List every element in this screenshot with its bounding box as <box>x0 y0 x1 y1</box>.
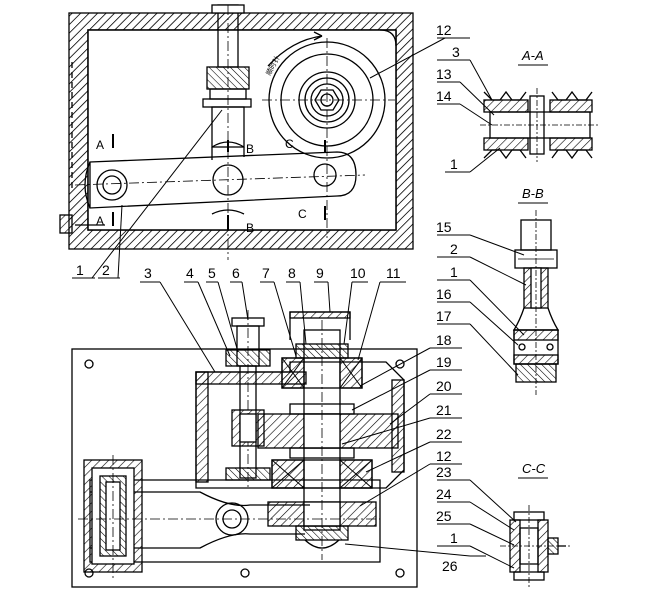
callout-26: 26 <box>442 558 458 574</box>
section-title-cc: C-C <box>522 461 546 476</box>
callout-10: 10 <box>350 265 366 281</box>
callout-6: 6 <box>232 265 240 281</box>
section-title-aa: A-A <box>521 48 544 63</box>
view-mark-c-top: C <box>285 137 294 151</box>
callout-1-cc: 1 <box>450 530 458 546</box>
callout-9: 9 <box>316 265 324 281</box>
callout-1-top: 1 <box>76 262 84 278</box>
callout-15: 15 <box>436 219 452 235</box>
callout-14: 14 <box>436 88 452 104</box>
top-view <box>59 4 414 260</box>
callout-12-top: 12 <box>436 22 452 38</box>
callout-2-bb: 2 <box>450 241 458 257</box>
main-section-view <box>71 310 418 588</box>
callout-7: 7 <box>262 265 270 281</box>
callout-21: 21 <box>436 402 452 418</box>
callout-16: 16 <box>436 286 452 302</box>
callout-19: 19 <box>436 354 452 370</box>
view-mark-a-top: A <box>96 138 104 152</box>
callout-11: 11 <box>386 265 401 281</box>
callout-1-bb: 1 <box>450 264 458 280</box>
callout-17: 17 <box>436 308 452 324</box>
callout-13: 13 <box>436 66 452 82</box>
callout-25: 25 <box>436 508 452 524</box>
callout-1-aa: 1 <box>450 156 458 172</box>
view-mark-a-bottom: A <box>96 214 104 228</box>
callout-8: 8 <box>288 265 296 281</box>
callout-2-top: 2 <box>102 262 110 278</box>
section-bb <box>512 202 560 395</box>
callout-20: 20 <box>436 378 452 394</box>
section-cc <box>500 477 570 588</box>
section-aa <box>480 64 598 162</box>
callout-3-main: 3 <box>144 265 152 281</box>
callout-4: 4 <box>186 265 194 281</box>
view-mark-b-top: B <box>246 142 254 156</box>
view-mark-b-bottom: B <box>246 221 254 235</box>
callout-18: 18 <box>436 332 452 348</box>
callout-12-main: 12 <box>436 448 452 464</box>
callout-3-top: 3 <box>452 44 460 60</box>
section-title-bb: B-B <box>522 186 544 201</box>
view-mark-c-bottom: C <box>298 207 307 221</box>
callout-23: 23 <box>436 464 452 480</box>
callout-22: 22 <box>436 426 452 442</box>
callout-24: 24 <box>436 486 452 502</box>
callout-5: 5 <box>208 265 216 281</box>
